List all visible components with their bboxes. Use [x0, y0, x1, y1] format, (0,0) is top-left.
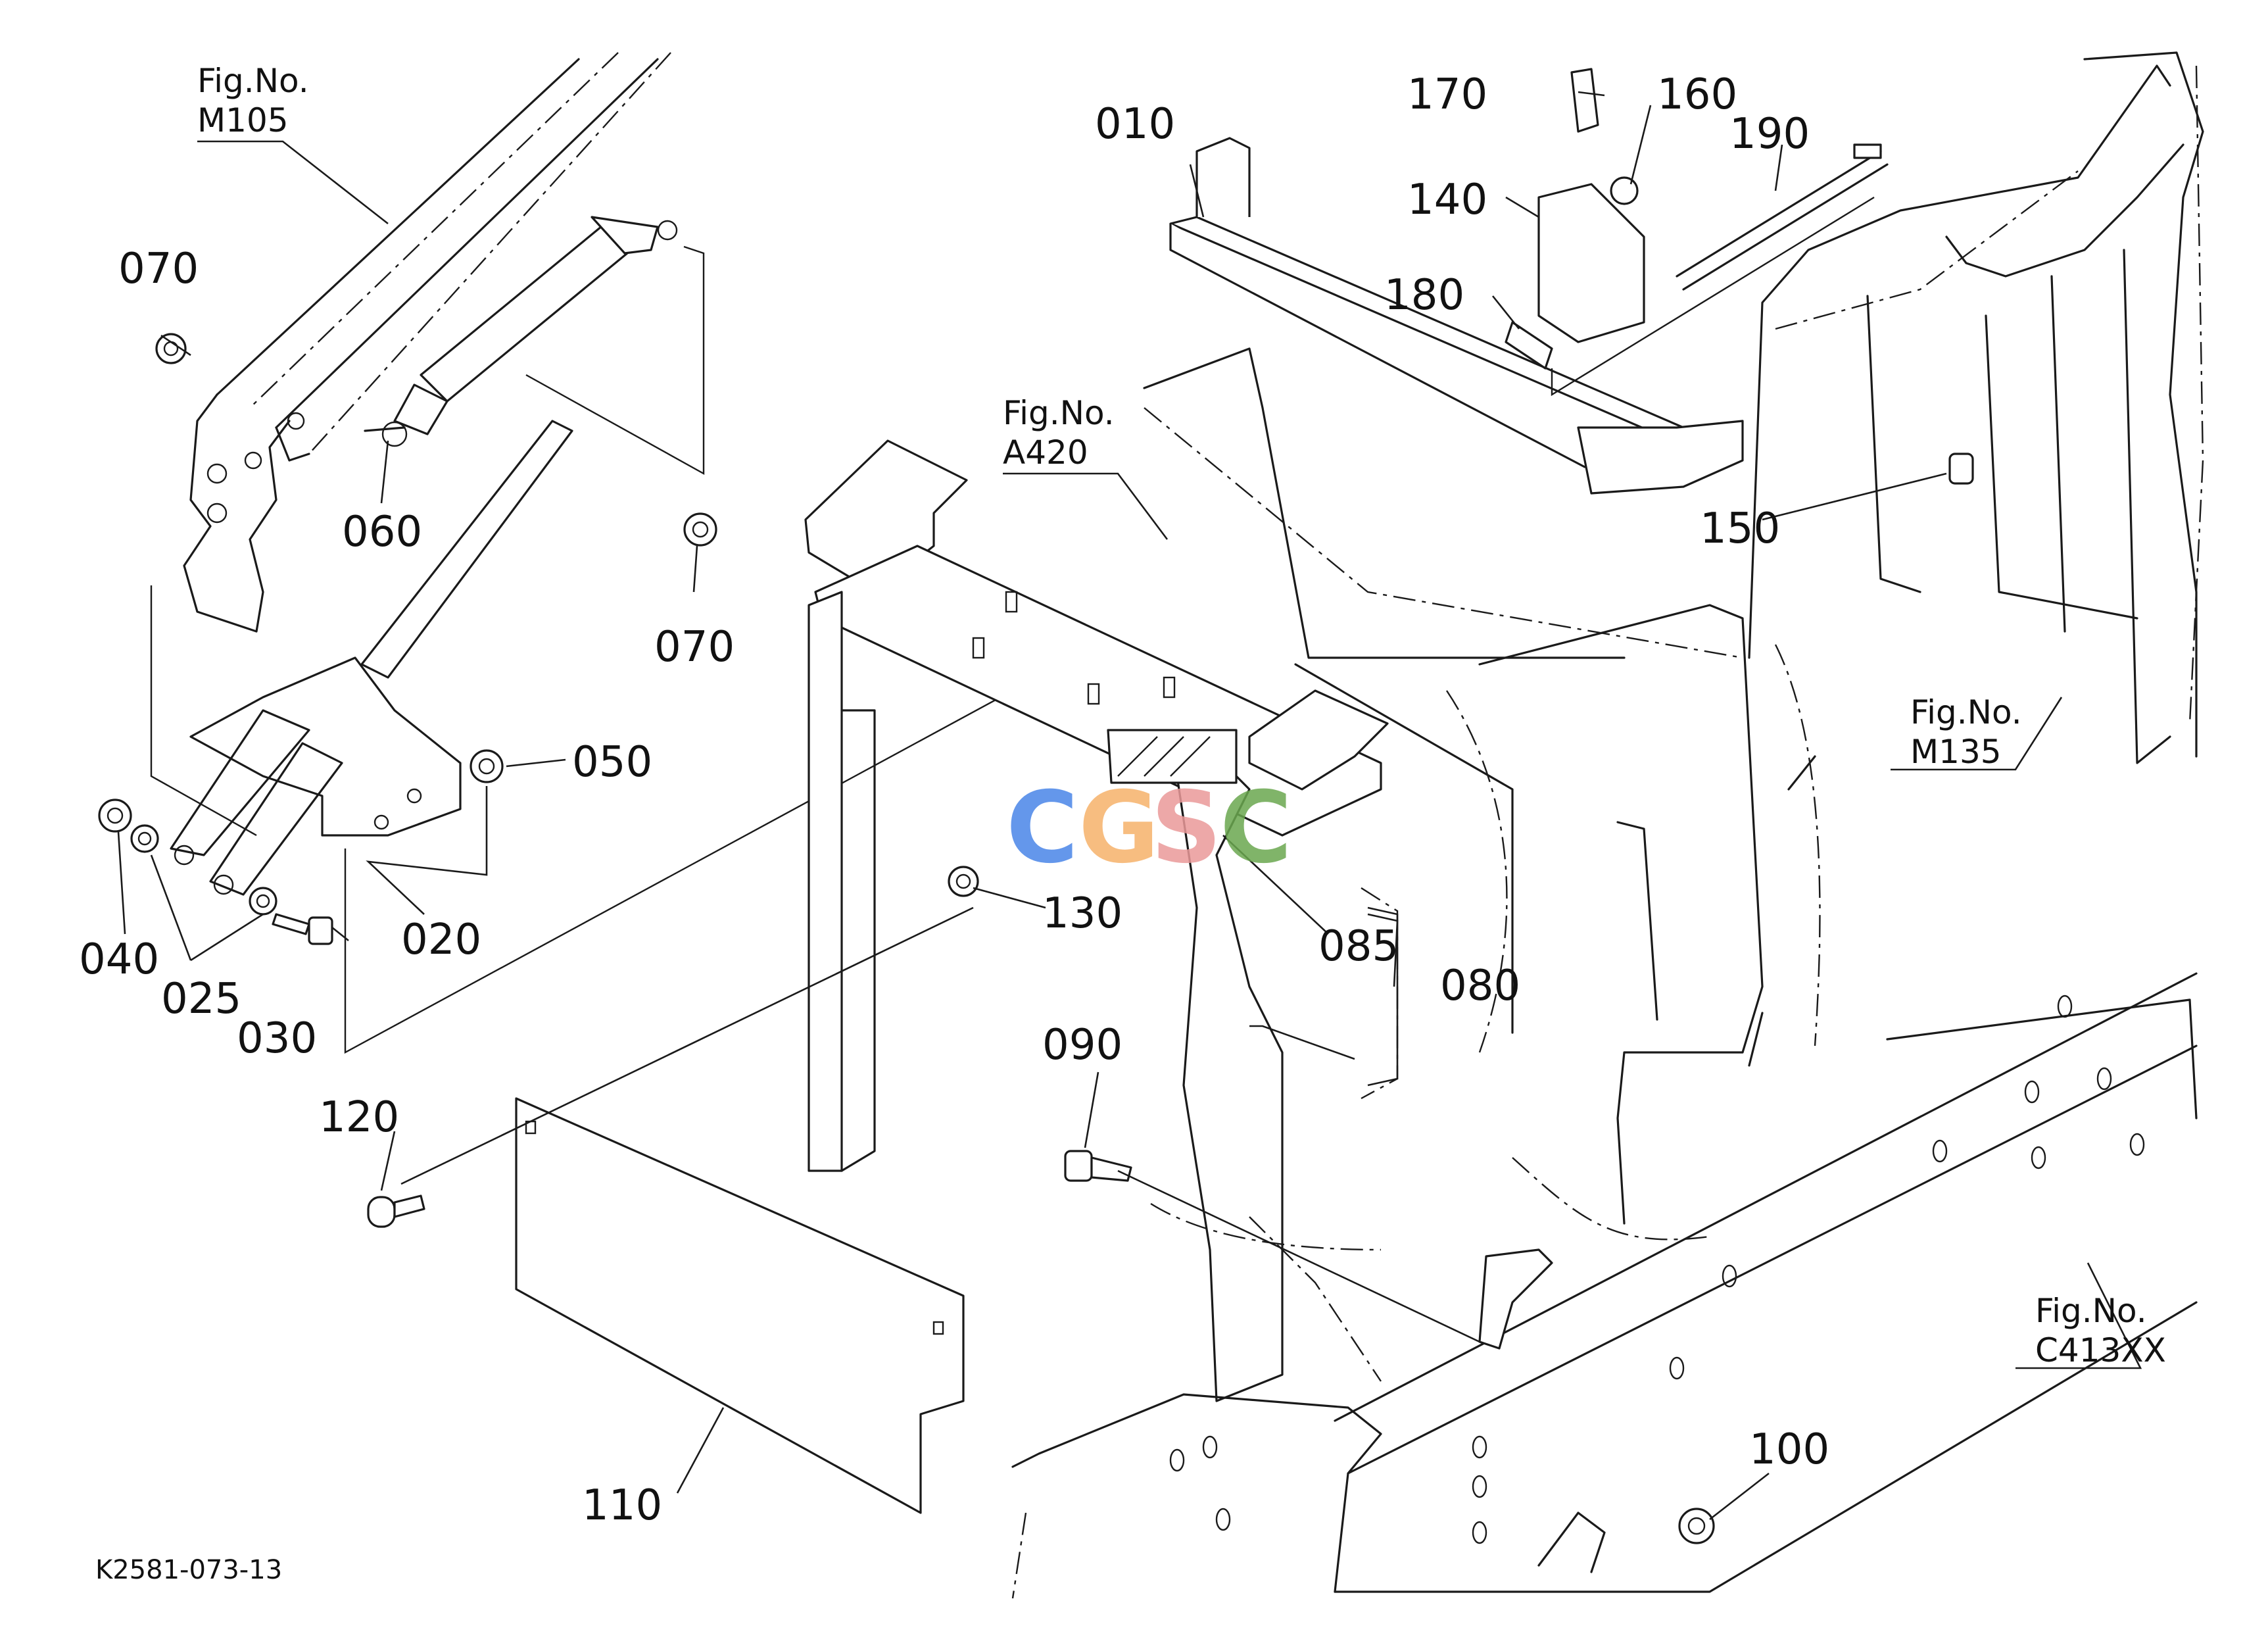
- part-label-060[interactable]: 060: [342, 508, 422, 556]
- handle-drawing: [1169, 137, 1744, 495]
- part-label-030[interactable]: 030: [237, 1014, 317, 1063]
- chassis-drawing: [1011, 972, 2198, 1599]
- part-labels: 010 020 025 030 040 050 060 070 070 080 …: [79, 70, 1829, 1530]
- part-label-070[interactable]: 070: [118, 245, 199, 293]
- fig-ref-number: C413XX: [2035, 1331, 2166, 1369]
- fig-ref-A420[interactable]: Fig.No. A420: [1003, 394, 1115, 472]
- bracket-drawing: [150, 420, 1013, 1054]
- part-label-040[interactable]: 040: [79, 935, 159, 984]
- fig-ref-title: Fig.No.: [1910, 693, 2022, 731]
- part-label-050[interactable]: 050: [572, 738, 652, 787]
- part-label-180[interactable]: 180: [1384, 271, 1464, 320]
- watermark-letter: C: [1220, 771, 1292, 885]
- fig-ref-title: Fig.No.: [197, 62, 309, 100]
- lever-assembly-drawing: [1505, 68, 1889, 397]
- part-label-070[interactable]: 070: [654, 623, 735, 672]
- tractor-body-drawing: [1143, 51, 2204, 1225]
- part-label-130[interactable]: 130: [1042, 889, 1122, 938]
- part-label-010[interactable]: 010: [1095, 100, 1175, 149]
- fig-ref-M135[interactable]: Fig.No. M135: [1910, 693, 2022, 771]
- part-label-190[interactable]: 190: [1729, 110, 1810, 159]
- watermark-letter: C: [1006, 771, 1078, 885]
- part-label-150[interactable]: 150: [1700, 504, 1780, 553]
- part-label-120[interactable]: 120: [319, 1093, 399, 1142]
- part-label-110[interactable]: 110: [582, 1481, 662, 1530]
- fig-ref-title: Fig.No.: [2035, 1292, 2147, 1330]
- part-label-160[interactable]: 160: [1657, 70, 1737, 119]
- fig-ref-C413XX[interactable]: Fig.No. C413XX: [2035, 1292, 2166, 1369]
- part-label-170[interactable]: 170: [1407, 70, 1487, 119]
- group-bracket-080: [1361, 887, 1399, 1100]
- fig-ref-number: M105: [197, 101, 289, 139]
- part-label-140[interactable]: 140: [1407, 176, 1487, 224]
- fig-ref-title: Fig.No.: [1003, 394, 1115, 432]
- figure-reference-leaders: [197, 140, 2142, 1369]
- part-label-100[interactable]: 100: [1749, 1425, 1829, 1474]
- part-label-090[interactable]: 090: [1042, 1021, 1122, 1069]
- drawing-code: K2581-073-13: [95, 1555, 282, 1585]
- part-label-085[interactable]: 085: [1318, 922, 1399, 971]
- gas-strut-drawing: [364, 216, 705, 476]
- loader-arm-drawing: [183, 52, 671, 633]
- part-label-020[interactable]: 020: [401, 916, 481, 964]
- part-label-080[interactable]: 080: [1440, 962, 1520, 1010]
- watermark-letter: G: [1078, 771, 1159, 885]
- part-label-025[interactable]: 025: [161, 975, 241, 1023]
- fig-ref-number: A420: [1003, 433, 1088, 472]
- watermark: C G S C: [1006, 771, 1292, 885]
- watermark-letter: S: [1151, 771, 1222, 885]
- panel-drawing: [515, 1097, 965, 1514]
- fig-ref-number: M135: [1910, 733, 2002, 771]
- main-frame-drawing: [804, 439, 1389, 1402]
- fig-ref-M105[interactable]: Fig.No. M105: [197, 62, 309, 139]
